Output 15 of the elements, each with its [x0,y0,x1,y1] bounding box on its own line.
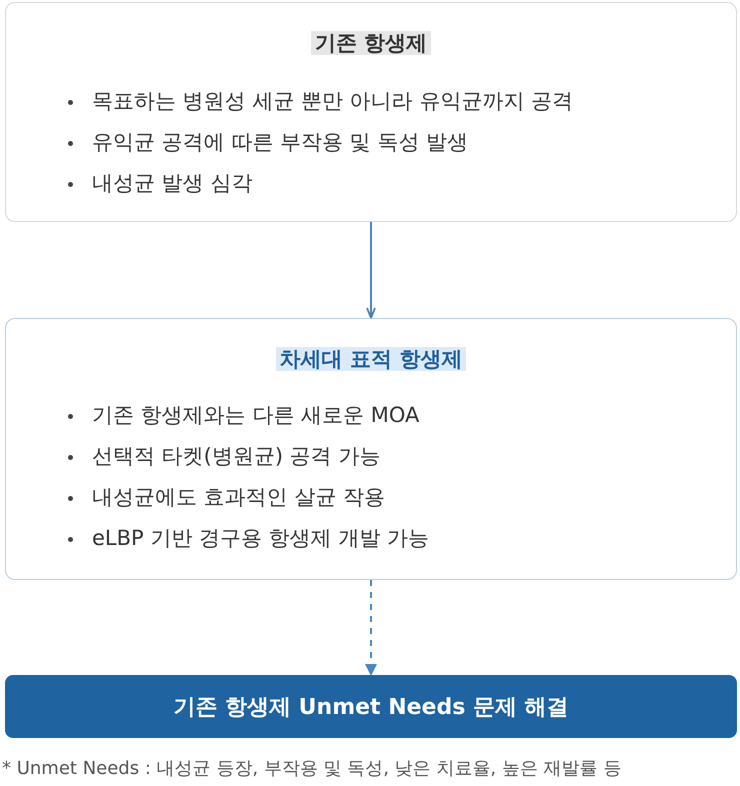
info-card [5,2,737,222]
arrow [366,222,376,319]
bullet-item: 내성균 발생 심각 [92,171,252,195]
bullet-item: 유익균 공격에 따른 부작용 및 독성 발생 [92,130,468,154]
bullet-item: 내성균에도 효과적인 살균 작용 [92,485,386,509]
bullet-item: eLBP 기반 경구용 항생제 개발 가능 [92,526,430,550]
arrow [365,580,377,676]
card-heading: 차세대 표적 항생제 [276,347,466,371]
info-card [5,318,737,580]
footnote: * Unmet Needs : 내성균 등장, 부작용 및 독성, 낮은 치료율, 높은 재발률 등 [2,757,622,780]
result-banner: 기존 항생제 Unmet Needs 문제 해결 [5,675,737,738]
bullet-item: 선택적 타켓(병원균) 공격 가능 [92,444,380,468]
bullet-item: 목표하는 병원성 세균 뿐만 아니라 유익균까지 공격 [92,89,574,113]
card-heading: 기존 항생제 [310,31,432,55]
bullet-item: 기존 항생제와는 다른 새로운 MOA [92,403,420,427]
